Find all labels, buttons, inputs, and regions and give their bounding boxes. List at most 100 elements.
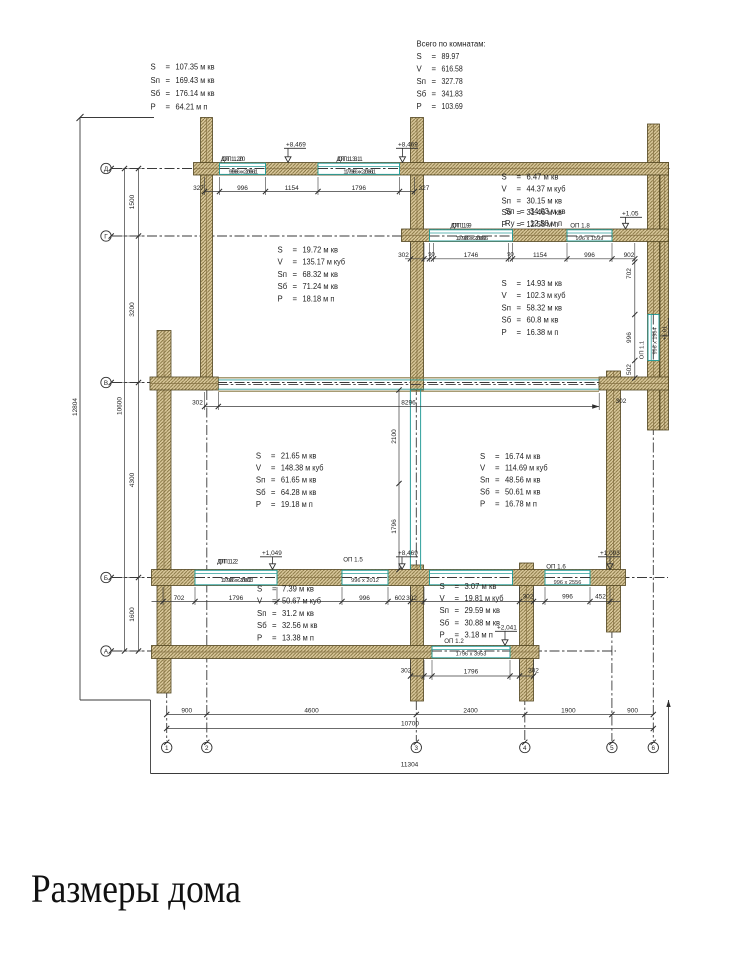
svg-text:21.65 м кв: 21.65 м кв xyxy=(281,452,317,461)
svg-text:Sб: Sб xyxy=(502,316,512,325)
svg-text:=: = xyxy=(517,303,522,312)
svg-text:+1,093: +1,093 xyxy=(600,551,620,557)
svg-text:1796: 1796 xyxy=(352,185,367,192)
svg-text:996 х 2061: 996 х 2061 xyxy=(229,169,257,175)
svg-text:10700: 10700 xyxy=(401,720,419,727)
svg-text:Sп: Sп xyxy=(256,476,265,485)
svg-text:996 х 1984: 996 х 1984 xyxy=(653,328,659,355)
svg-text:900: 900 xyxy=(181,707,192,714)
svg-text:=: = xyxy=(293,295,298,304)
svg-text:ДП 1.2: ДП 1.2 xyxy=(217,559,237,566)
svg-text:902: 902 xyxy=(624,252,635,259)
svg-text:P: P xyxy=(417,102,422,111)
svg-text:=: = xyxy=(272,585,277,594)
svg-text:1796 х 2061: 1796 х 2061 xyxy=(343,169,374,175)
svg-text:=: = xyxy=(166,76,171,85)
svg-text:S: S xyxy=(256,452,261,461)
svg-text:V: V xyxy=(502,184,508,193)
svg-text:Sб: Sб xyxy=(480,488,490,497)
svg-text:=: = xyxy=(517,328,522,337)
svg-text:1796 х 2063: 1796 х 2063 xyxy=(222,578,253,584)
svg-text:V: V xyxy=(278,258,284,267)
svg-text:31.2 м кв: 31.2 м кв xyxy=(282,609,314,618)
svg-text:V: V xyxy=(256,464,262,473)
svg-text:1796 х 2066: 1796 х 2066 xyxy=(456,236,487,242)
svg-text:+1.01: +1.01 xyxy=(663,326,669,340)
svg-text:327.78: 327.78 xyxy=(442,77,463,86)
svg-text:P: P xyxy=(440,630,445,639)
svg-text:60.8 м кв: 60.8 м кв xyxy=(527,316,559,325)
svg-text:3200: 3200 xyxy=(129,302,136,317)
svg-text:16.74 м кв: 16.74 м кв xyxy=(505,452,541,461)
svg-text:19.81 м куб: 19.81 м куб xyxy=(465,594,505,603)
svg-text:ОП 1.6: ОП 1.6 xyxy=(546,563,566,570)
svg-text:135.17 м куб: 135.17 м куб xyxy=(303,258,346,267)
svg-text:302: 302 xyxy=(616,398,627,405)
svg-text:=: = xyxy=(293,270,298,279)
svg-text:=: = xyxy=(495,488,500,497)
svg-text:=: = xyxy=(517,173,522,182)
svg-text:6.47 м кв: 6.47 м кв xyxy=(527,173,559,182)
svg-text:302: 302 xyxy=(406,595,417,602)
svg-text:Sп: Sп xyxy=(480,476,489,485)
svg-text:=: = xyxy=(517,196,522,205)
svg-text:=: = xyxy=(166,63,171,72)
svg-text:=: = xyxy=(432,77,437,86)
svg-text:S: S xyxy=(502,279,507,288)
svg-text:Г: Г xyxy=(104,233,108,240)
svg-text:Sп: Sп xyxy=(502,303,511,312)
svg-text:148.38 м куб: 148.38 м куб xyxy=(281,464,324,473)
svg-text:Sп: Sп xyxy=(440,606,449,615)
svg-text:19.72 м кв: 19.72 м кв xyxy=(303,245,339,254)
svg-text:Rу: Rу xyxy=(505,219,515,228)
svg-text:S: S xyxy=(440,582,445,591)
svg-text:=: = xyxy=(293,282,298,291)
svg-text:1154: 1154 xyxy=(533,252,547,259)
svg-text:31.46 м кв: 31.46 м кв xyxy=(527,208,563,217)
svg-text:90: 90 xyxy=(428,252,434,258)
svg-text:=: = xyxy=(272,609,277,618)
svg-text:ОП 1.3.1: ОП 1.3.1 xyxy=(338,156,363,163)
svg-text:616.58: 616.58 xyxy=(442,65,463,74)
svg-text:V: V xyxy=(480,464,486,473)
svg-text:327: 327 xyxy=(419,185,430,192)
svg-text:900: 900 xyxy=(627,707,638,714)
svg-text:Всего по комнатам:: Всего по комнатам: xyxy=(417,40,486,49)
svg-text:=: = xyxy=(495,464,500,473)
svg-text:19.18 м п: 19.18 м п xyxy=(281,500,313,509)
svg-text:1796 х 2061: 1796 х 2061 xyxy=(345,170,376,176)
svg-text:34.03 м кв: 34.03 м кв xyxy=(530,207,566,216)
svg-text:ДП 1.20: ДП 1.20 xyxy=(221,156,244,163)
svg-text:1154: 1154 xyxy=(285,185,299,192)
svg-text:=: = xyxy=(293,258,298,267)
svg-text:S: S xyxy=(502,173,507,182)
svg-text:103.69: 103.69 xyxy=(442,102,463,111)
svg-text:1796 х 2066: 1796 х 2066 xyxy=(457,236,488,242)
svg-text:Sб: Sб xyxy=(417,90,427,99)
svg-text:В: В xyxy=(104,380,108,387)
svg-text:=: = xyxy=(455,630,460,639)
svg-text:ОП 1.8: ОП 1.8 xyxy=(570,223,590,230)
svg-text:12.58 м п: 12.58 м п xyxy=(530,219,562,228)
svg-text:=: = xyxy=(520,219,525,228)
svg-text:1796 х 2063: 1796 х 2063 xyxy=(221,578,252,584)
svg-text:P: P xyxy=(278,295,283,304)
svg-text:ДП 1.9: ДП 1.9 xyxy=(451,223,471,230)
svg-text:Sб: Sб xyxy=(256,488,266,497)
svg-text:=: = xyxy=(517,279,522,288)
svg-text:114.69 м куб: 114.69 м куб xyxy=(505,464,548,473)
svg-text:996: 996 xyxy=(584,252,595,259)
svg-text:702: 702 xyxy=(174,595,185,602)
svg-text:176.14 м кв: 176.14 м кв xyxy=(176,89,215,98)
svg-text:=: = xyxy=(271,476,276,485)
svg-text:44.37 м куб: 44.37 м куб xyxy=(527,184,567,193)
svg-text:=: = xyxy=(271,488,276,497)
svg-text:=: = xyxy=(455,618,460,627)
svg-text:12804: 12804 xyxy=(72,398,79,416)
svg-text:P: P xyxy=(257,633,262,642)
svg-text:Sп: Sп xyxy=(502,196,511,205)
svg-text:996: 996 xyxy=(626,332,633,343)
svg-text:ДП 1.3.1: ДП 1.3.1 xyxy=(336,156,361,163)
svg-text:3.07 м кв: 3.07 м кв xyxy=(465,582,497,591)
svg-text:327: 327 xyxy=(193,185,204,192)
